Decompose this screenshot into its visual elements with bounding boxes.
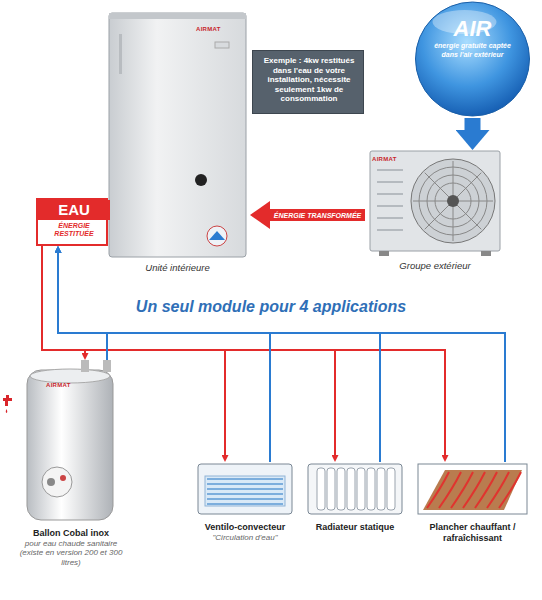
radiator-drawing	[305, 462, 405, 518]
text-box: Ballon Cobal inoxpour eau chaude sanitai…	[15, 528, 127, 568]
brand-label: AIRMAT	[196, 26, 221, 32]
node-note: "Circulation d'eau"	[190, 533, 300, 543]
outdoor-cabinet	[365, 150, 505, 258]
fan-coil: Ventilo-convecteur"Circulation d'eau"	[195, 462, 295, 592]
node-title: Ventilo-convecteur	[190, 522, 300, 533]
text-box: Unité intérieure	[105, 262, 250, 273]
indoor-cabinet	[105, 12, 250, 260]
water-pipe	[42, 246, 85, 353]
node-title: Ballon Cobal inox	[15, 528, 127, 539]
floor-drawing	[415, 462, 530, 518]
faucet-symbol	[3, 395, 12, 413]
node-title: Radiateur statique	[305, 522, 405, 533]
floor-heating: Plancher chauffant / rafraîchissant	[415, 462, 530, 592]
text-box: Radiateur statique	[305, 522, 405, 533]
air-sphere: AIRénergie gratuite captée dans l'air ex…	[410, 0, 535, 118]
energy-arrow	[465, 118, 481, 130]
water-pipe	[58, 253, 505, 462]
callout-box: Exemple : 4kw restitués dans l'eau de vo…	[252, 50, 364, 114]
text-box: Plancher chauffant / rafraîchissant	[415, 522, 530, 544]
tank-drawing	[15, 360, 127, 526]
node-title: Unité intérieure	[105, 262, 250, 273]
text-box: Groupe extérieur	[365, 260, 505, 271]
text-box: Ventilo-convecteur"Circulation d'eau"	[190, 522, 300, 542]
hot-water-tank: Ballon Cobal inoxpour eau chaude sanitai…	[15, 360, 127, 598]
node-title: Plancher chauffant / rafraîchissant	[415, 522, 530, 544]
radiator: Radiateur statique	[305, 462, 405, 592]
outdoor-unit: Groupe extérieur	[365, 150, 505, 280]
water-pipe	[58, 253, 107, 360]
text-box: AIRénergie gratuite captée dans l'air ex…	[430, 16, 515, 59]
diagram-title: Un seul module pour 4 applications	[0, 298, 542, 316]
node-note: ÉNERGIE RESTITUÉE	[38, 220, 110, 239]
energy-arrow	[270, 209, 365, 221]
node-title: Groupe extérieur	[365, 260, 505, 271]
brand-label: AIRMAT	[372, 156, 397, 162]
node-title: EAU	[38, 200, 110, 220]
node-title: AIR	[430, 16, 515, 42]
brand-label: AIRMAT	[46, 382, 71, 388]
arrow-label: ÉNERGIE TRANSFORMÉE	[273, 212, 363, 219]
indoor-unit: Unité intérieure	[105, 12, 250, 292]
text-box: EAUÉNERGIE RESTITUÉE	[38, 200, 110, 239]
fan-coil-drawing	[195, 462, 295, 518]
water-box: EAUÉNERGIE RESTITUÉE	[36, 198, 108, 246]
node-title: Exemple : 4kw restitués dans l'eau de vo…	[258, 56, 360, 104]
text-box: Exemple : 4kw restitués dans l'eau de vo…	[258, 56, 360, 104]
node-note: pour eau chaude sanitaire (existe en ver…	[15, 539, 127, 568]
node-note: énergie gratuite captée dans l'air extér…	[430, 42, 515, 59]
